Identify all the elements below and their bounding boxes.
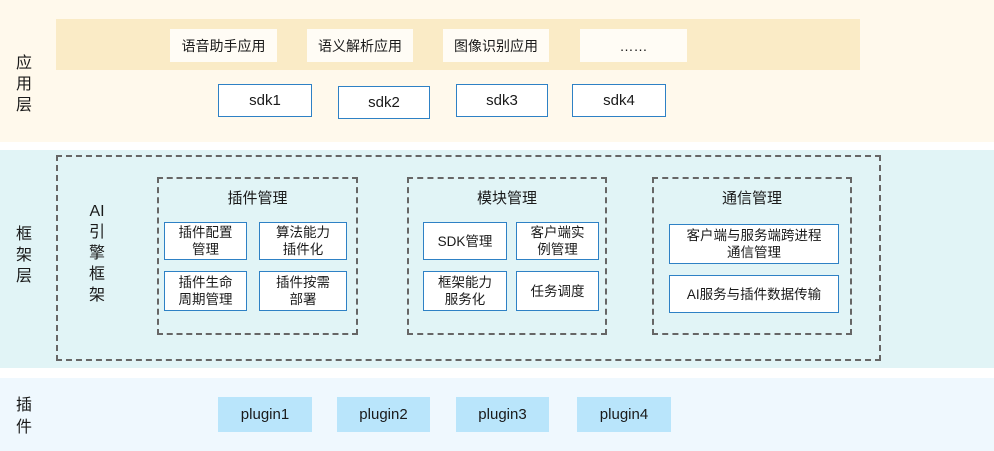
- plugin-layer-label: 插 件: [15, 397, 32, 436]
- feature-task-scheduling: 任务调度: [516, 271, 599, 311]
- communication-management-title: 通信管理: [721, 190, 782, 207]
- plugin3-box: plugin3: [456, 397, 549, 432]
- feature-sdk-management: SDK管理: [423, 222, 507, 260]
- plugin4-box: plugin4: [577, 397, 671, 432]
- module-management-group: 模块管理 SDK管理 客户端实 例管理 框架能力 服务化 任务调度: [407, 177, 607, 335]
- feature-framework-capability-service: 框架能力 服务化: [423, 271, 507, 311]
- app-box-voice-assistant: 语音助手应用: [170, 29, 277, 62]
- plugin-layer: 插 件 plugin1 plugin2 plugin3 plugin4: [0, 378, 994, 451]
- feature-cross-process-communication: 客户端与服务端跨进程 通信管理: [669, 224, 839, 264]
- ai-engine-frame-box: AI 引 擎 框 架: [56, 155, 881, 361]
- feature-client-instance-management: 客户端实 例管理: [516, 222, 599, 260]
- app-box-image-recognition: 图像识别应用: [443, 29, 549, 62]
- feature-ai-service-plugin-data-transfer: AI服务与插件数据传输: [669, 275, 839, 313]
- module-management-title: 模块管理: [476, 190, 537, 207]
- application-layer: 应 用 层 语音助手应用 语义解析应用 图像识别应用 …… sdk1 sdk2 …: [0, 0, 994, 142]
- application-layer-label: 应 用 层: [15, 55, 32, 114]
- ai-engine-frame-label: AI 引 擎 框 架: [88, 203, 105, 304]
- sdk3-box: sdk3: [456, 84, 548, 117]
- plugin2-box: plugin2: [337, 397, 430, 432]
- feature-plugin-config-management: 插件配置 管理: [164, 222, 247, 260]
- sdk1-box: sdk1: [218, 84, 312, 117]
- framework-layer-label: 框 架 层: [15, 226, 32, 285]
- plugin1-box: plugin1: [218, 397, 312, 432]
- feature-plugin-on-demand-deploy: 插件按需 部署: [259, 271, 347, 311]
- framework-layer: 框 架 层 AI 引 擎 框 架 插件管理 插件配置 管理 算法能力 插件化 插…: [0, 150, 994, 368]
- plugin-management-title: 插件管理: [227, 190, 288, 207]
- app-box-semantic-parsing: 语义解析应用: [307, 29, 413, 62]
- feature-algorithm-pluginization: 算法能力 插件化: [259, 222, 347, 260]
- sdk2-box: sdk2: [338, 86, 430, 119]
- sdk4-box: sdk4: [572, 84, 666, 117]
- plugin-management-group: 插件管理 插件配置 管理 算法能力 插件化 插件生命 周期管理 插件按需 部署: [157, 177, 358, 335]
- communication-management-group: 通信管理 客户端与服务端跨进程 通信管理 AI服务与插件数据传输: [652, 177, 852, 335]
- feature-plugin-lifecycle-management: 插件生命 周期管理: [164, 271, 247, 311]
- app-box-ellipsis: ……: [580, 29, 687, 62]
